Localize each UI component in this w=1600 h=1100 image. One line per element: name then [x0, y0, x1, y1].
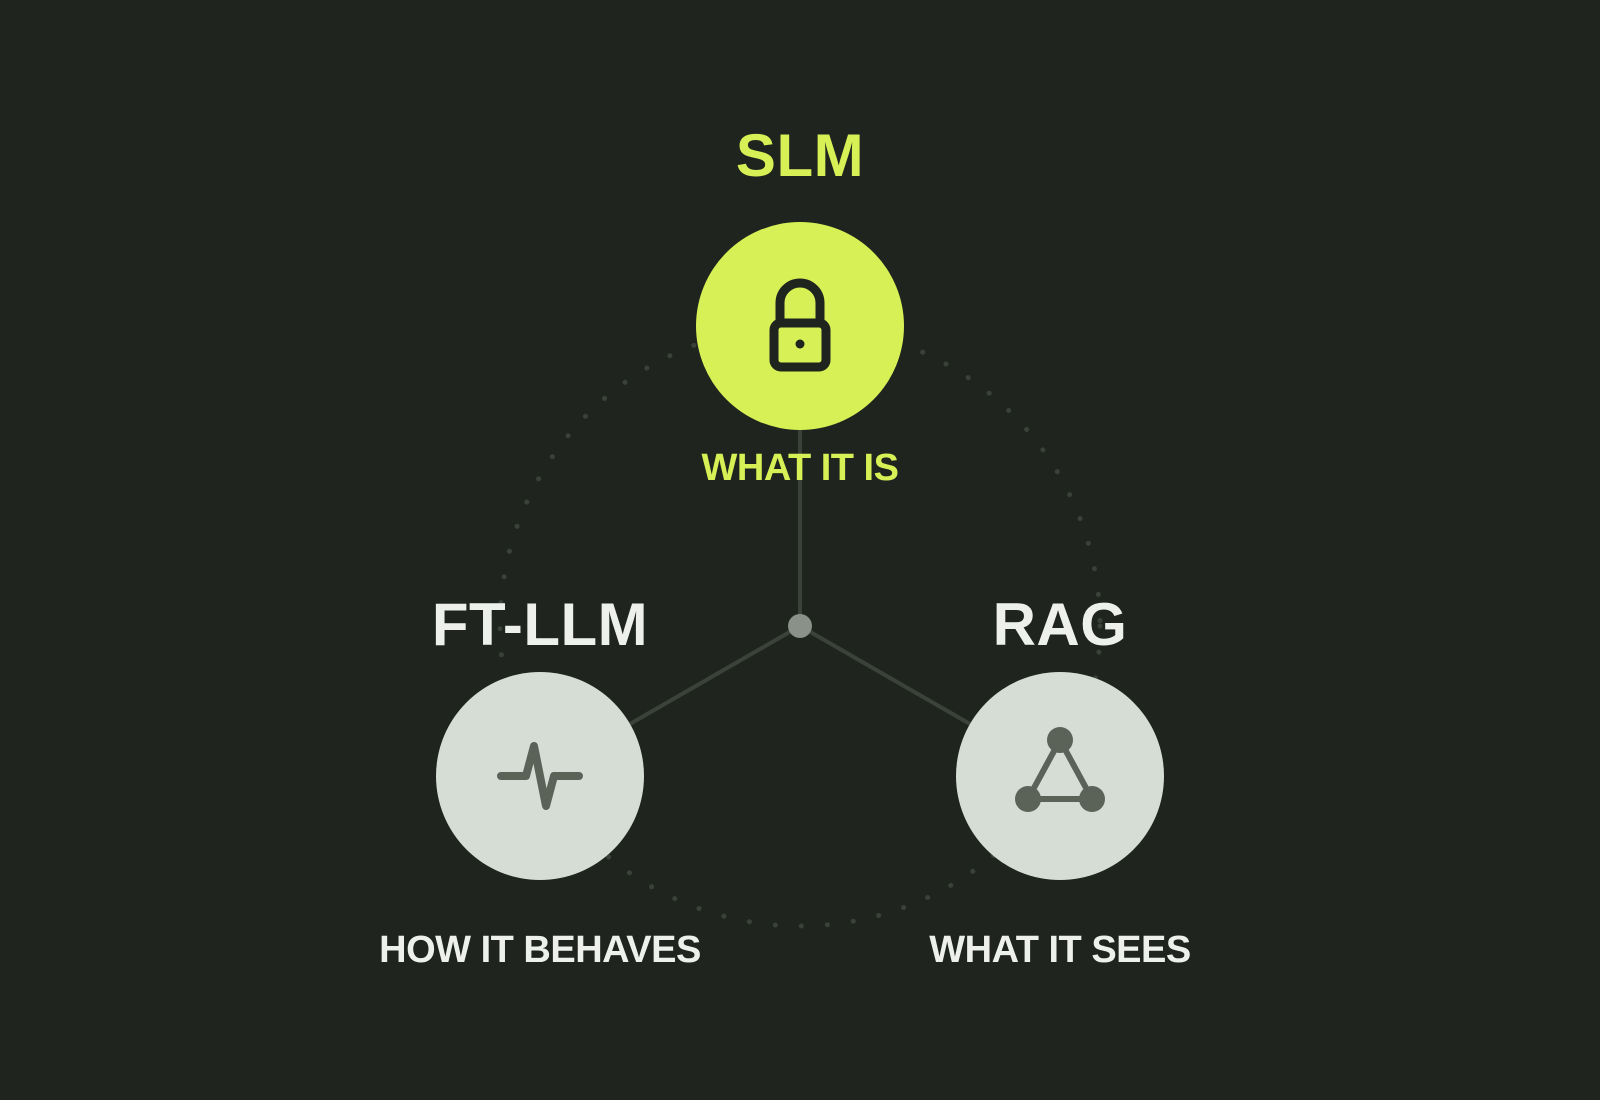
- rag-title: RAG: [992, 591, 1128, 658]
- center-hub: [788, 614, 812, 638]
- node-slm: [696, 222, 904, 430]
- ft-llm-title: FT-LLM: [431, 591, 649, 658]
- rag-caption: WHAT IT SEES: [929, 929, 1191, 971]
- ft-llm-caption: HOW IT BEHAVES: [379, 929, 701, 971]
- node-ft-llm: [436, 672, 644, 880]
- connector-ft-llm: [629, 624, 801, 726]
- node-rag: [956, 672, 1164, 880]
- network-icon: [1015, 727, 1105, 812]
- pulse-icon: [497, 742, 583, 810]
- dotted-ring: [497, 323, 1103, 929]
- rag-circle: [956, 672, 1164, 880]
- slm-caption: WHAT IT IS: [701, 447, 899, 489]
- connector-rag: [799, 624, 971, 726]
- slm-title: SLM: [735, 122, 865, 189]
- lock-icon: [769, 278, 831, 372]
